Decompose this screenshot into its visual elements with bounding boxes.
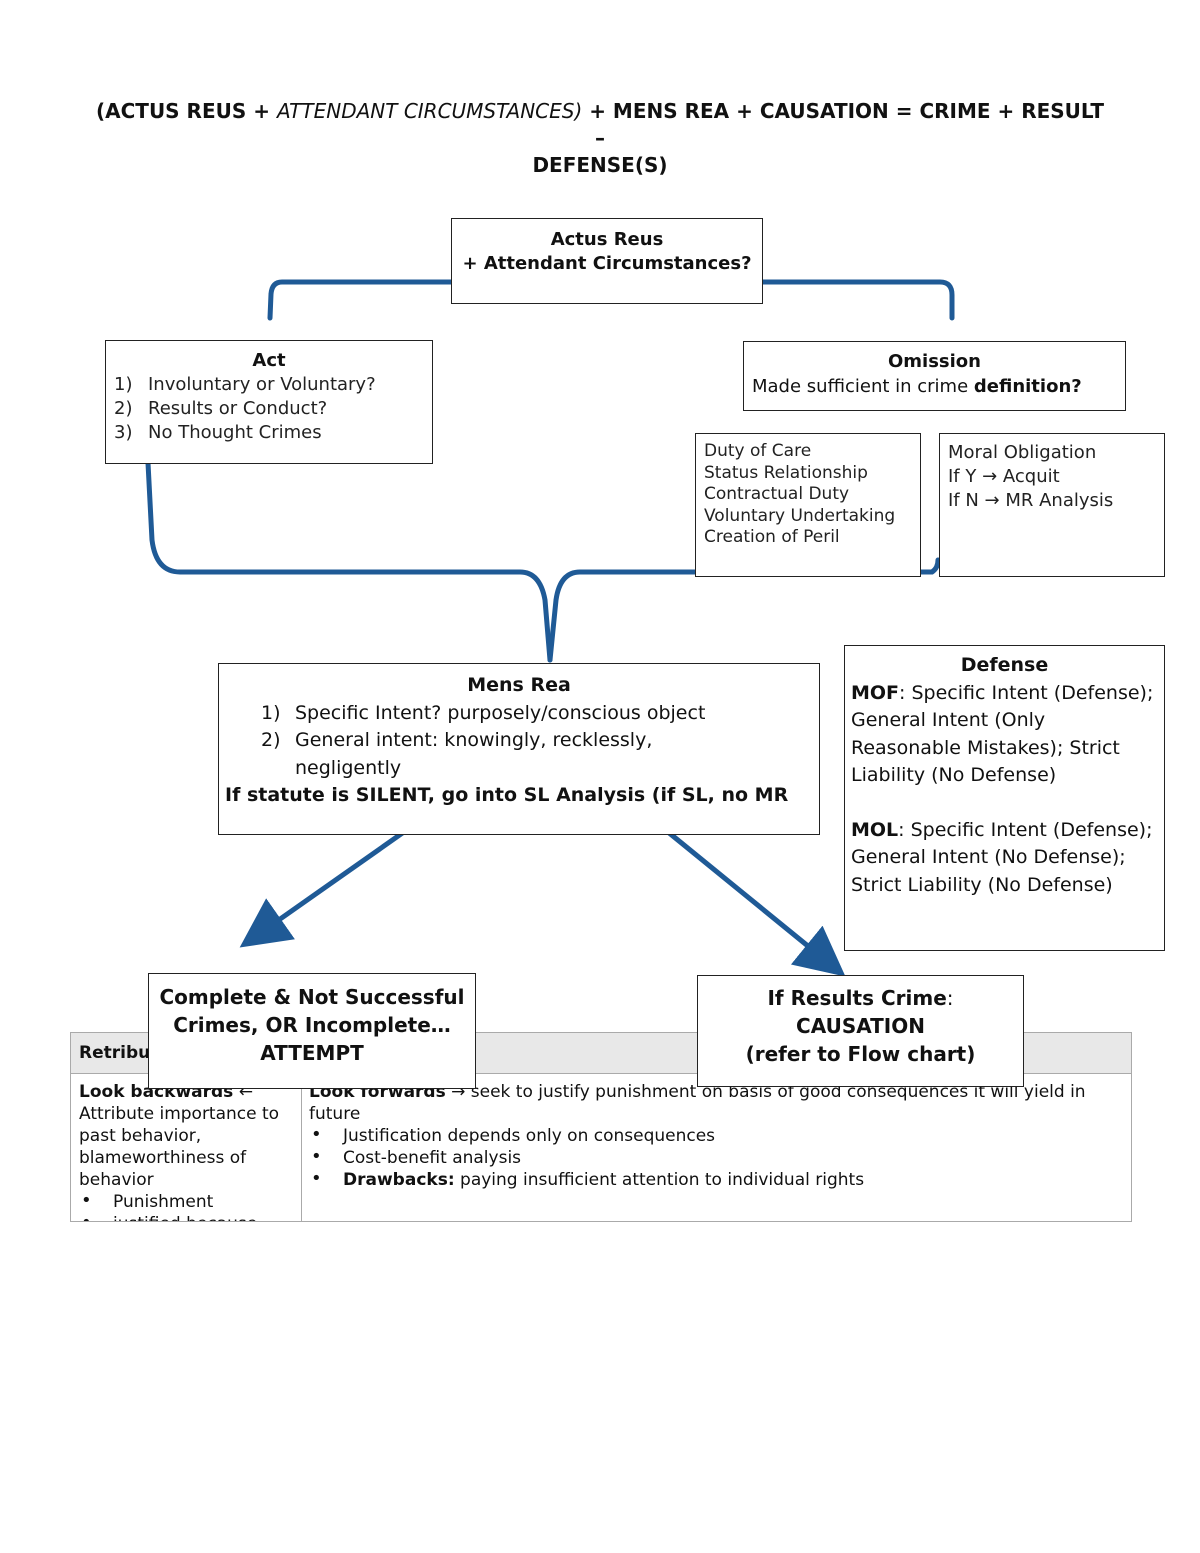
defense-mol: MOL: Specific Intent (Defense); General …: [851, 817, 1158, 900]
title-start: (ACTUS REUS +: [96, 99, 277, 123]
item-number: 2): [114, 398, 133, 419]
actus-to-omission-line: [759, 279, 955, 321]
defense-mof: MOF: Specific Intent (Defense); General …: [851, 680, 1158, 790]
mens-rea-title: Mens Rea: [467, 674, 571, 696]
moral-line3: If N → MR Analysis: [948, 490, 1114, 511]
act-to-mens-rea-line: [145, 460, 553, 663]
item-text: No Thought Crimes: [148, 422, 322, 443]
bullet-text: Justification depends only on consequenc…: [343, 1126, 716, 1146]
title-line-1: (ACTUS REUS + ATTENDANT CIRCUMSTANCES) +…: [90, 98, 1110, 152]
duties-box: Duty of Care Status Relationship Contrac…: [695, 433, 921, 577]
actus-reus-box: Actus Reus + Attendant Circumstances?: [451, 218, 763, 304]
item-number: 3): [114, 422, 133, 443]
list-item: justified because: [79, 1212, 294, 1221]
table-divider: [301, 1073, 302, 1221]
look-forwards-text: → seek to justify punishment on basis of…: [309, 1082, 1086, 1124]
act-list: 1) Involuntary or Voluntary? 2) Results or…: [114, 373, 424, 445]
attempt-line3: ATTEMPT: [260, 1041, 364, 1065]
list-item: Cost-benefit analysis: [309, 1146, 1119, 1169]
list-item-cont: justified because: [113, 1213, 257, 1221]
attempt-line1: Complete & Not Successful: [159, 985, 465, 1009]
duty-item: Status Relationship: [704, 462, 868, 483]
item-text: Results or Conduct?: [148, 398, 328, 419]
omission-text-start: Made sufficient in crime: [752, 376, 974, 397]
retribution-cell: Look backwards ← Attribute importance to…: [79, 1081, 294, 1221]
list-item: Drawbacks: paying insufficient attention…: [309, 1168, 1119, 1191]
actus-reus-line1: Actus Reus: [550, 229, 664, 250]
duty-item: Voluntary Undertaking: [704, 505, 896, 526]
bullet-text: Cost-benefit analysis: [343, 1148, 522, 1168]
item-number: 1): [261, 701, 281, 724]
moral-line2: If Y → Acquit: [948, 466, 1060, 487]
mens-rea-footer: If statute is SILENT, go into SL Analysi…: [225, 784, 789, 806]
utilitarian-cell: Look forwards → seek to justify punishme…: [309, 1081, 1119, 1191]
attempt-box: Complete & Not Successful Crimes, OR Inc…: [148, 973, 476, 1089]
actus-to-act-line: [267, 279, 455, 321]
duty-item: Creation of Peril: [704, 527, 840, 547]
list-item: 2) Results or Conduct?: [114, 397, 424, 421]
results-line3: (refer to Flow chart): [745, 1042, 976, 1066]
list-item: Justification depends only on consequenc…: [309, 1124, 1119, 1147]
duty-item: Duty of Care: [704, 441, 812, 461]
item-text: Specific Intent? purposely/conscious obj…: [295, 701, 706, 724]
mof-text: : Specific Intent (Defense); General Int…: [851, 681, 1154, 787]
item-number: 2): [261, 729, 281, 751]
mol-label: MOL: [851, 818, 899, 841]
item-text: Involuntary or Voluntary?: [148, 374, 376, 395]
actus-reus-line2: + Attendant Circumstances?: [462, 253, 752, 274]
look-backwards-text: Attribute importance to past behavior, b…: [79, 1104, 280, 1190]
omission-box: Omission Made sufficient in crime defini…: [743, 341, 1126, 411]
results-rest: :: [946, 986, 954, 1010]
omission-side-line: [918, 557, 941, 575]
list-item: Punishment: [79, 1190, 294, 1213]
bullet-bold: Drawbacks:: [343, 1170, 455, 1190]
omission-to-mens-rea-line: [547, 569, 699, 663]
moral-line1: Moral Obligation: [948, 442, 1097, 463]
table-head-left: Retribu: [79, 1043, 151, 1063]
results-bold: If Results Crime: [767, 986, 947, 1010]
act-title: Act: [252, 350, 286, 371]
results-line1: If Results Crime:: [698, 984, 1023, 1012]
page-title: (ACTUS REUS + ATTENDANT CIRCUMSTANCES) +…: [90, 98, 1110, 179]
act-box: Act 1) Involuntary or Voluntary? 2) Result…: [105, 340, 433, 464]
list-item: 1) Specific Intent? purposely/conscious o…: [261, 700, 813, 728]
list-item: 2) General intent: knowingly, recklessly,…: [261, 727, 813, 782]
title-italic: ATTENDANT CIRCUMSTANCES): [276, 99, 583, 123]
list-item: 3) No Thought Crimes: [114, 421, 424, 445]
mof-label: MOF: [851, 681, 900, 704]
attempt-line2: Crimes, OR Incomplete…: [173, 1013, 451, 1037]
omission-title: Omission: [887, 351, 981, 372]
list-item: 1) Involuntary or Voluntary?: [114, 373, 424, 397]
moral-obligation-box: Moral Obligation If Y → Acquit If N → MR…: [939, 433, 1165, 577]
duty-item: Contractual Duty: [704, 484, 850, 504]
mens-rea-list: 1) Specific Intent? purposely/conscious o…: [225, 700, 813, 783]
omission-text-bold: definition?: [973, 376, 1082, 397]
defense-box: Defense MOF: Specific Intent (Defense); …: [844, 645, 1165, 951]
utilitarian-bullets: Justification depends only on consequenc…: [309, 1124, 1119, 1191]
item-text: General intent: knowingly, recklessly, n…: [295, 729, 653, 779]
retribution-bullets: Punishment justified because: [79, 1190, 294, 1221]
title-end: + MENS REA + CAUSATION = CRIME + RESULT …: [582, 99, 1104, 150]
results-line2: CAUSATION: [796, 1014, 925, 1038]
causation-box: If Results Crime: CAUSATION (refer to Fl…: [697, 975, 1024, 1087]
title-line-2: DEFENSE(S): [532, 153, 668, 177]
bullet-text: paying insufficient attention to individ…: [454, 1170, 865, 1190]
mol-text: : Specific Intent (Defense); General Int…: [851, 818, 1153, 896]
defense-title: Defense: [960, 654, 1049, 676]
arrow-to-causation: [665, 829, 846, 977]
item-number: 1): [114, 374, 133, 395]
omission-text: Made sufficient in crime definition?: [752, 374, 1117, 399]
mens-rea-box: Mens Rea 1) Specific Intent? purposely/co…: [218, 663, 820, 835]
